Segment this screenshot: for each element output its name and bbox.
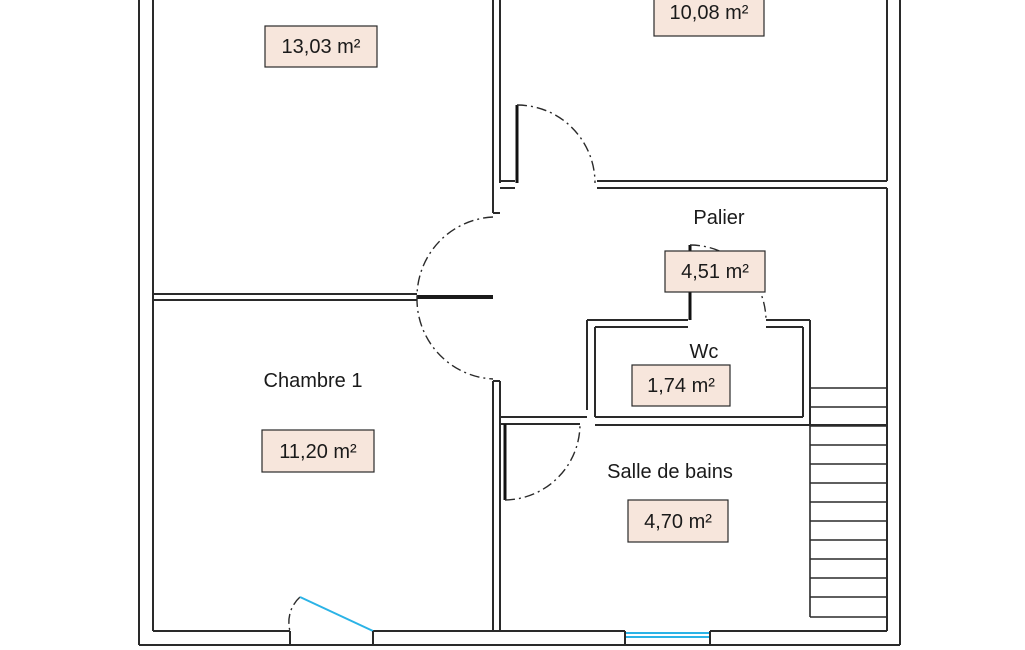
room-name: Chambre 1 [264, 370, 363, 392]
area-label-box [653, 0, 765, 37]
door-top-left-room [416, 216, 494, 298]
window-salle-de-bains [624, 631, 711, 645]
area-label-box [664, 250, 766, 293]
door-top-right [515, 104, 596, 184]
area-label: 4,51 m² [681, 261, 749, 283]
area-label-box [264, 25, 378, 68]
window-chambre1 [289, 596, 374, 645]
door-salle-de-bains [503, 423, 581, 501]
area-label: 1,74 m² [647, 375, 715, 397]
area-label: 11,20 m² [279, 441, 357, 463]
room-top-right: 10,08 m² [653, 0, 765, 37]
room-palier: Palier 4,51 m² [664, 207, 766, 293]
area-label: 13,03 m² [282, 36, 361, 58]
area-label-box [631, 364, 731, 407]
door-chambre1 [416, 296, 494, 380]
room-name: Wc [690, 341, 719, 363]
room-name: Salle de bains [607, 461, 733, 483]
outer-walls [138, 0, 901, 646]
room-name: Palier [693, 207, 744, 229]
area-label-box [627, 499, 729, 543]
door-chambre1-bottom [288, 596, 301, 632]
room-top-left: 13,03 m² [264, 25, 378, 68]
room-chambre-1: Chambre 1 11,20 m² [261, 370, 375, 473]
room-wc: Wc 1,74 m² [631, 341, 731, 407]
interior-walls [153, 0, 887, 631]
area-label: 10,08 m² [670, 2, 749, 24]
area-label-box [261, 429, 375, 473]
staircase [809, 387, 887, 618]
room-salle-de-bains: Salle de bains 4,70 m² [607, 461, 733, 543]
area-label: 4,70 m² [644, 511, 712, 533]
